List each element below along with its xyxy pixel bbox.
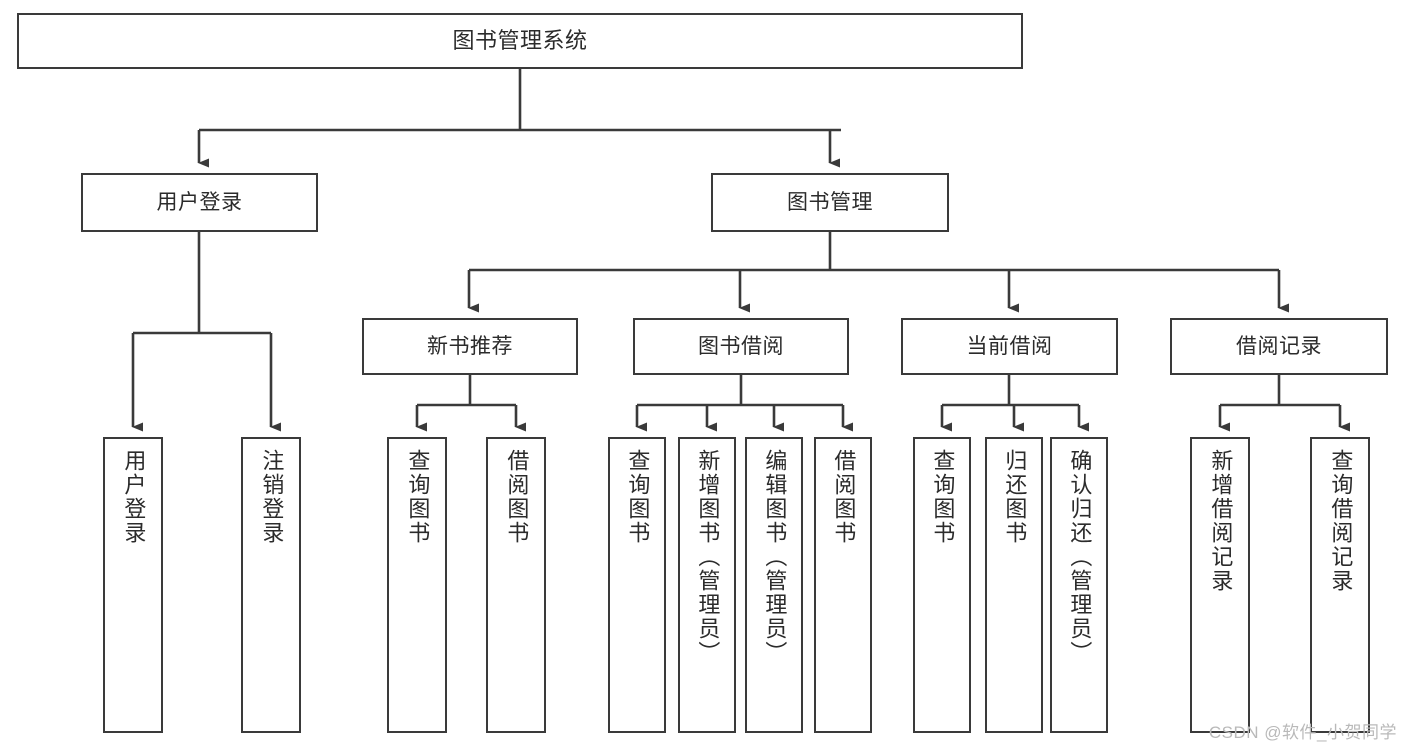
node-leaf-cur-confirm[interactable]: 确认归还（管理员）: [1050, 437, 1108, 733]
node-leaf-borrow-query[interactable]: 查询图书: [608, 437, 666, 733]
node-leaf-rec-query-record-label: 查询借阅记录: [1328, 449, 1354, 593]
node-new-book-rec-label: 新书推荐: [427, 334, 513, 358]
node-book-borrow[interactable]: 图书借阅: [633, 318, 849, 375]
node-leaf-rec-query-label: 查询图书: [405, 449, 431, 545]
node-leaf-borrow-do-label: 借阅图书: [831, 449, 857, 545]
node-leaf-user-login-label: 用户登录: [121, 449, 147, 545]
watermark-text: CSDN @软件_小贺同学: [1208, 723, 1397, 742]
node-root[interactable]: 图书管理系统: [17, 13, 1023, 69]
node-book-borrow-label: 图书借阅: [698, 334, 784, 358]
node-book-manage-label: 图书管理: [787, 190, 873, 214]
node-leaf-borrow-query-label: 查询图书: [625, 449, 651, 545]
node-leaf-cur-return-label: 归还图书: [1002, 449, 1028, 545]
node-leaf-logout-label: 注销登录: [259, 449, 285, 545]
node-leaf-cur-query[interactable]: 查询图书: [913, 437, 971, 733]
node-leaf-user-login[interactable]: 用户登录: [103, 437, 163, 733]
node-leaf-borrow-add-label: 新增图书（管理员）: [695, 449, 721, 665]
node-current-borrow[interactable]: 当前借阅: [901, 318, 1118, 375]
node-book-manage[interactable]: 图书管理: [711, 173, 949, 232]
node-leaf-rec-borrow-label: 借阅图书: [504, 449, 530, 545]
node-root-label: 图书管理系统: [452, 27, 588, 53]
node-borrow-record-label: 借阅记录: [1236, 334, 1322, 358]
node-leaf-rec-borrow[interactable]: 借阅图书: [486, 437, 546, 733]
node-leaf-logout[interactable]: 注销登录: [241, 437, 301, 733]
node-leaf-rec-query[interactable]: 查询图书: [387, 437, 447, 733]
node-leaf-borrow-edit[interactable]: 编辑图书（管理员）: [745, 437, 803, 733]
node-user-login[interactable]: 用户登录: [81, 173, 318, 232]
node-leaf-borrow-edit-label: 编辑图书（管理员）: [762, 449, 788, 665]
node-borrow-record[interactable]: 借阅记录: [1170, 318, 1388, 375]
node-leaf-cur-confirm-label: 确认归还（管理员）: [1067, 449, 1093, 665]
node-leaf-cur-query-label: 查询图书: [930, 449, 956, 545]
node-current-borrow-label: 当前借阅: [966, 334, 1053, 358]
node-leaf-cur-return[interactable]: 归还图书: [985, 437, 1043, 733]
node-leaf-borrow-do[interactable]: 借阅图书: [814, 437, 872, 733]
node-leaf-rec-add-label: 新增借阅记录: [1208, 449, 1234, 593]
node-new-book-rec[interactable]: 新书推荐: [362, 318, 578, 375]
node-leaf-rec-add[interactable]: 新增借阅记录: [1190, 437, 1250, 733]
node-user-login-label: 用户登录: [156, 190, 243, 214]
node-leaf-borrow-add[interactable]: 新增图书（管理员）: [678, 437, 736, 733]
node-leaf-rec-query-record[interactable]: 查询借阅记录: [1310, 437, 1370, 733]
